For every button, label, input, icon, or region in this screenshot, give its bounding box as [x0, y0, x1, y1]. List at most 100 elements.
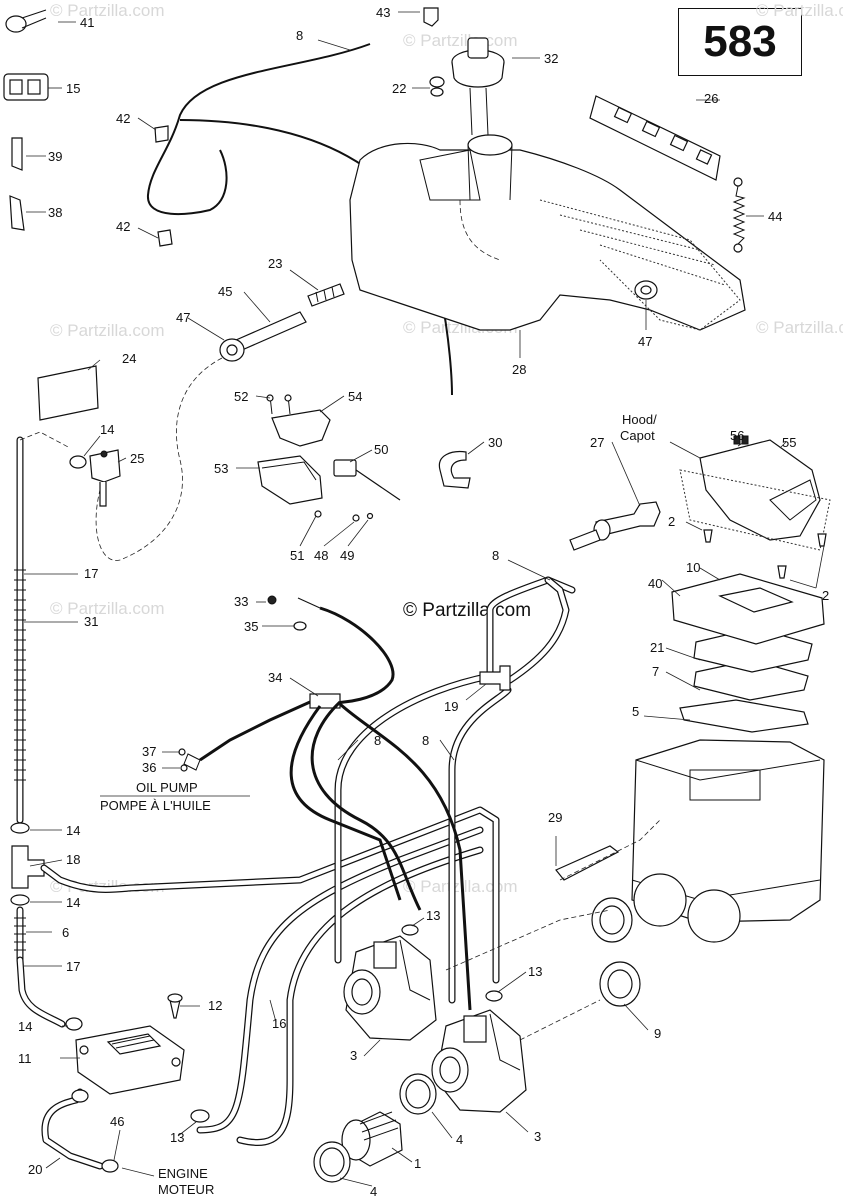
clip-39 — [11, 137, 23, 171]
callout-38: 38 — [48, 205, 62, 220]
callout-15: 15 — [66, 81, 80, 96]
filter-23 — [307, 283, 345, 307]
callout-45: 45 — [218, 284, 232, 299]
callout-41: 41 — [80, 15, 94, 30]
spring-44 — [732, 177, 746, 253]
callout-56: 56 — [730, 428, 744, 443]
label-oil-pump: OIL PUMP — [136, 780, 198, 795]
callout-2: 2 — [822, 588, 829, 603]
callout-13: 13 — [426, 908, 440, 923]
watermark: © Partzilla.com — [403, 877, 518, 896]
grommet-47-left — [219, 338, 245, 362]
watermark: © Partzilla.com — [50, 1, 165, 20]
tee-18 — [11, 845, 45, 889]
clamp-46 — [71, 1089, 119, 1173]
clamp-13-left — [190, 1109, 210, 1123]
callout-47: 47 — [638, 334, 652, 349]
callout-37: 37 — [142, 744, 156, 759]
callout-2: 2 — [668, 514, 675, 529]
grommet-22 — [429, 76, 445, 97]
callout-48: 48 — [314, 548, 328, 563]
clamp-4-lower — [313, 1141, 351, 1183]
callout-14: 14 — [100, 422, 114, 437]
carburetor-3-left — [343, 935, 437, 1041]
callout-28: 28 — [512, 362, 526, 377]
watermark: © Partzilla.com — [403, 31, 518, 50]
fuel-lines-8 — [334, 576, 576, 1004]
primer-27 — [569, 501, 661, 551]
valve-25 — [89, 449, 121, 507]
label-capot: Capot — [620, 428, 655, 443]
bracket-54 — [266, 394, 331, 447]
adaptor-9-upper — [591, 897, 633, 943]
watermark: © Partzilla.com — [756, 1, 843, 20]
callouts: 41 15 39 38 42 42 8 43 32 22 26 44 23 45… — [18, 5, 829, 1199]
clamp-14-top — [69, 455, 87, 469]
adaptor-9-lower — [599, 961, 641, 1007]
callout-49: 49 — [340, 548, 354, 563]
callout-31: 31 — [84, 614, 98, 629]
callout-6: 6 — [62, 925, 69, 940]
callout-3: 3 — [350, 1048, 357, 1063]
callout-30: 30 — [488, 435, 502, 450]
hose-17-lower — [16, 956, 66, 1028]
dashed-line — [445, 819, 661, 1041]
callout-3: 3 — [534, 1129, 541, 1144]
diagram-number-box: 583 — [678, 8, 802, 76]
callout-21: 21 — [650, 640, 664, 655]
carburetor-3-right — [431, 1009, 527, 1113]
callout-14: 14 — [18, 1019, 32, 1034]
callout-12: 12 — [208, 998, 222, 1013]
callout-29: 29 — [548, 810, 562, 825]
bracket-29 — [555, 845, 620, 881]
callout-7: 7 — [652, 664, 659, 679]
callout-8: 8 — [374, 733, 381, 748]
module-53 — [257, 455, 323, 505]
callout-43: 43 — [376, 5, 390, 20]
watermark: © Partzilla.com — [756, 318, 843, 337]
callout-8: 8 — [422, 733, 429, 748]
diagram-number: 583 — [703, 17, 777, 66]
clamp-30 — [438, 450, 471, 489]
clips-42 — [154, 125, 173, 247]
hose-17-31 — [14, 436, 26, 824]
callout-50: 50 — [374, 442, 388, 457]
callout-14: 14 — [66, 895, 80, 910]
callout-42: 42 — [116, 219, 130, 234]
watermark-center: © Partzilla.com — [403, 600, 531, 621]
callout-46: 46 — [110, 1114, 124, 1129]
text-labels: Hood/ Capot OIL PUMP POMPE À L'HUILE ENG… — [100, 412, 657, 1197]
air-silencer-5 — [631, 739, 825, 943]
callout-26: 26 — [704, 91, 718, 106]
callout-23: 23 — [268, 256, 282, 271]
callout-52: 52 — [234, 389, 248, 404]
callout-27: 27 — [590, 435, 604, 450]
callout-8: 8 — [492, 548, 499, 563]
callout-42: 42 — [116, 111, 130, 126]
clamp-14-low — [10, 894, 30, 906]
filter-layers-7-21-40-10 — [671, 573, 825, 733]
clamp-4-upper — [399, 1073, 437, 1115]
grommet-47-right — [634, 280, 658, 300]
label-hood: Hood/ — [622, 412, 657, 427]
callout-44: 44 — [768, 209, 782, 224]
label-engine: ENGINE — [158, 1166, 208, 1181]
pipe-45 — [235, 311, 307, 351]
callout-4: 4 — [456, 1132, 463, 1147]
callout-24: 24 — [122, 351, 136, 366]
hose-18-branch — [40, 806, 500, 984]
leader-lines — [24, 11, 825, 1187]
connector-15 — [3, 73, 49, 101]
callout-10: 10 — [686, 560, 700, 575]
callout-33: 33 — [234, 594, 248, 609]
callout-17: 17 — [84, 566, 98, 581]
callout-53: 53 — [214, 461, 228, 476]
decal-24 — [37, 365, 99, 421]
hose-20 — [41, 1088, 104, 1170]
callout-18: 18 — [66, 852, 80, 867]
dashed-line — [19, 431, 71, 449]
cable-tie-41 — [5, 9, 47, 33]
callout-4: 4 — [370, 1184, 377, 1199]
callout-25: 25 — [130, 451, 144, 466]
